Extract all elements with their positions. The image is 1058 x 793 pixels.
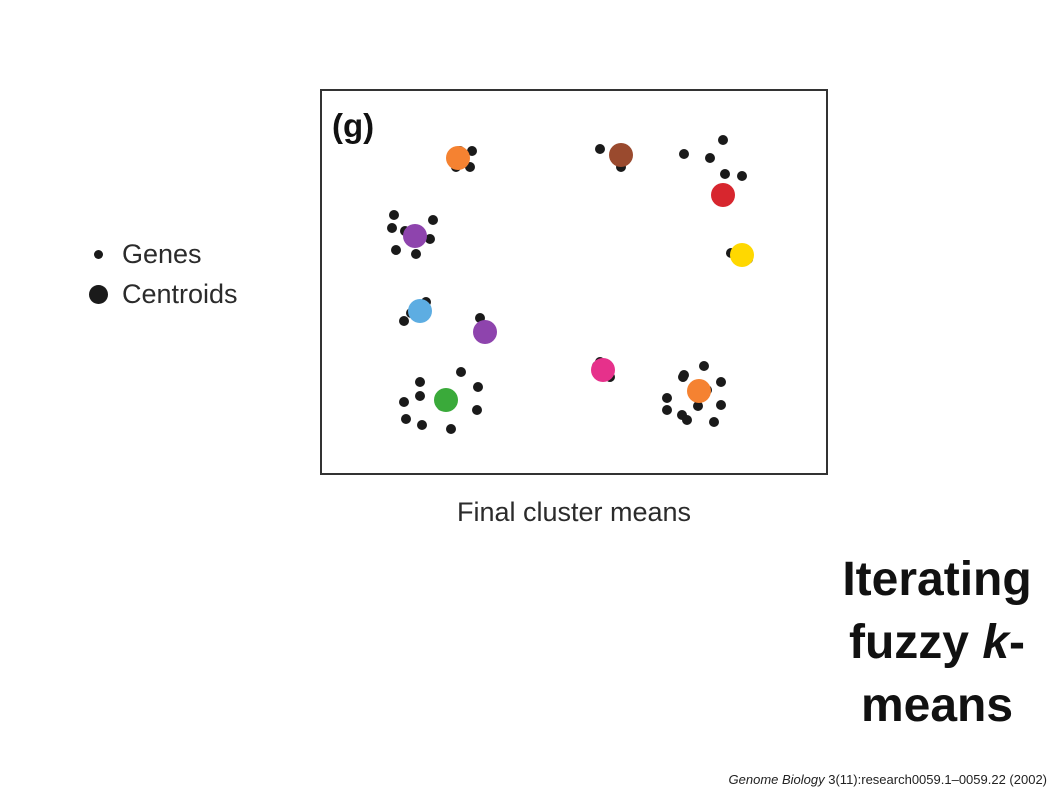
- centroid-point-blue: [408, 299, 432, 323]
- gene-point: [718, 135, 728, 145]
- centroid-point-orange: [446, 146, 470, 170]
- gene-point: [391, 245, 401, 255]
- title-k: k: [982, 616, 1010, 669]
- centroid-point-red: [711, 183, 735, 207]
- title-line-2: fuzzy k-: [822, 611, 1052, 674]
- centroid-point-green: [434, 388, 458, 412]
- centroid-dot-icon: [86, 284, 110, 304]
- gene-point: [472, 405, 482, 415]
- gene-point: [662, 405, 672, 415]
- citation-details: 3(11):research0059.1–0059.22 (2002): [824, 772, 1047, 787]
- legend-item-genes: Genes: [86, 234, 238, 274]
- gene-point: [595, 144, 605, 154]
- gene-point: [682, 415, 692, 425]
- plot-caption: Final cluster means: [456, 497, 692, 527]
- gene-dot-icon: [86, 249, 110, 259]
- legend: Genes Centroids: [86, 234, 238, 314]
- panel-label: (g): [332, 107, 374, 144]
- centroid-point-magenta: [591, 358, 615, 382]
- gene-point: [662, 393, 672, 403]
- citation: Genome Biology 3(11):research0059.1–0059…: [729, 772, 1047, 787]
- title-word-fuzzy: fuzzy: [848, 616, 983, 669]
- centroid-point-yellow: [730, 243, 754, 267]
- gene-point: [679, 149, 689, 159]
- gene-point: [425, 234, 435, 244]
- gene-point: [716, 377, 726, 387]
- gene-point: [428, 215, 438, 225]
- centroid-point-orange: [687, 379, 711, 403]
- cluster-plot: (g): [320, 89, 828, 475]
- gene-point: [399, 397, 409, 407]
- gene-point: [387, 223, 397, 233]
- legend-item-centroids: Centroids: [86, 274, 238, 314]
- gene-point: [679, 370, 689, 380]
- gene-point: [720, 169, 730, 179]
- gene-point: [411, 249, 421, 259]
- gene-point: [415, 377, 425, 387]
- gene-point: [456, 367, 466, 377]
- gene-point: [737, 171, 747, 181]
- plot-border: [320, 89, 828, 475]
- gene-point: [693, 401, 703, 411]
- slide-title: Iterating fuzzy k- means: [822, 548, 1052, 737]
- centroid-point-purple: [403, 224, 427, 248]
- gene-point: [399, 316, 409, 326]
- title-line-3: means: [860, 679, 1014, 732]
- legend-label-genes: Genes: [122, 238, 202, 269]
- centroid-points: [403, 143, 754, 412]
- title-line-1: Iterating: [842, 553, 1032, 606]
- gene-point: [389, 210, 399, 220]
- gene-point: [467, 146, 477, 156]
- centroid-point-brown: [609, 143, 633, 167]
- centroid-point-purple: [473, 320, 497, 344]
- gene-point: [415, 391, 425, 401]
- legend-label-centroids: Centroids: [122, 278, 238, 309]
- title-hyphen: -: [1009, 616, 1026, 669]
- gene-point: [705, 153, 715, 163]
- gene-point: [401, 414, 411, 424]
- gene-point: [709, 417, 719, 427]
- gene-point: [716, 400, 726, 410]
- citation-journal: Genome Biology: [728, 772, 825, 787]
- gene-point: [699, 361, 709, 371]
- gene-point: [473, 382, 483, 392]
- gene-point: [446, 424, 456, 434]
- gene-point: [417, 420, 427, 430]
